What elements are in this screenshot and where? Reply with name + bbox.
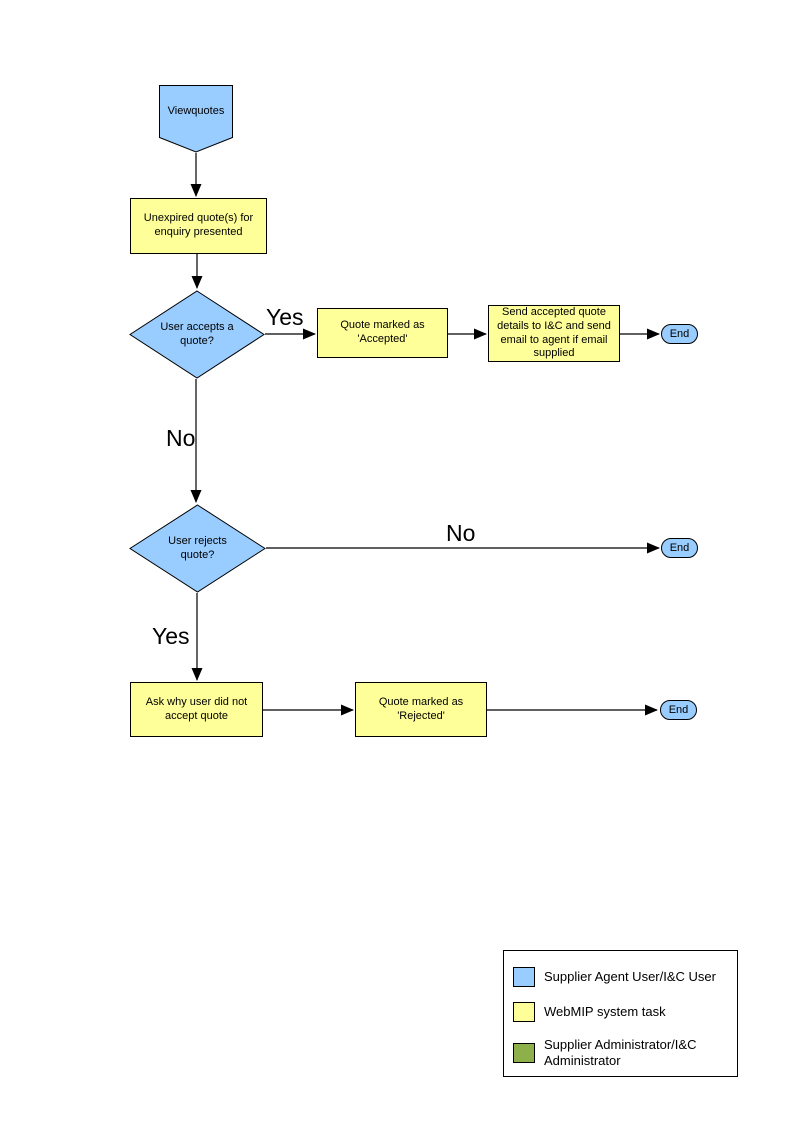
node-unexpired-quotes: Unexpired quote(s) for enquiry presented [130,198,267,254]
node-user-rejects: User rejects quote? [129,504,266,593]
node-label: Send accepted quote details to I&C and s… [497,306,611,360]
node-label: End [669,328,690,340]
legend-label: WebMIP system task [544,1004,666,1020]
legend-label: Supplier Agent User/I&C User [544,969,716,985]
node-user-accepts: User accepts a quote? [129,290,265,379]
diamond-shape [129,504,266,593]
legend-item-supplier-agent: Supplier Agent User/I&C User [513,967,731,987]
node-send-details: Send accepted quote details to I&C and s… [488,305,620,362]
edge-label-reject-no: No [446,520,476,546]
edge-label-accept-no: No [166,425,196,451]
node-label: User accepts a quote? [160,320,234,347]
legend-item-supplier-admin: Supplier Administrator/I&C Administrator [513,1037,731,1068]
legend-item-webmip-task: WebMIP system task [513,1002,731,1022]
node-view-quotes: Viewquotes [159,85,233,153]
edge-label-reject-yes: Yes [152,623,190,649]
edge-label-accept-yes: Yes [266,304,304,330]
node-label: Viewquotes [167,105,225,118]
legend-swatch-yellow [513,1002,535,1022]
legend-swatch-blue [513,967,535,987]
node-ask-why: Ask why user did not accept quote [130,682,263,737]
node-label: User rejects quote? [168,534,227,561]
node-label: Unexpired quote(s) for enquiry presented [143,212,254,238]
node-quote-rejected: Quote marked as 'Rejected' [355,682,487,737]
node-label: End [668,704,689,716]
legend-swatch-green [513,1042,535,1063]
node-end-accept: End [661,324,698,344]
legend-label: Supplier Administrator/I&C Administrator [544,1037,697,1068]
node-label: Ask why user did not accept quote [145,695,248,722]
diamond-shape [129,290,265,379]
node-label: Quote marked as 'Rejected' [378,695,464,722]
node-end-reject-no: End [661,538,698,558]
node-label: End [669,542,690,554]
node-label: Quote marked as 'Accepted' [340,319,425,345]
node-end-reject-yes: End [660,700,697,720]
legend: Supplier Agent User/I&C User WebMIP syst… [503,950,738,1077]
pentagon-shape [159,85,233,153]
node-quote-accepted: Quote marked as 'Accepted' [317,308,448,358]
